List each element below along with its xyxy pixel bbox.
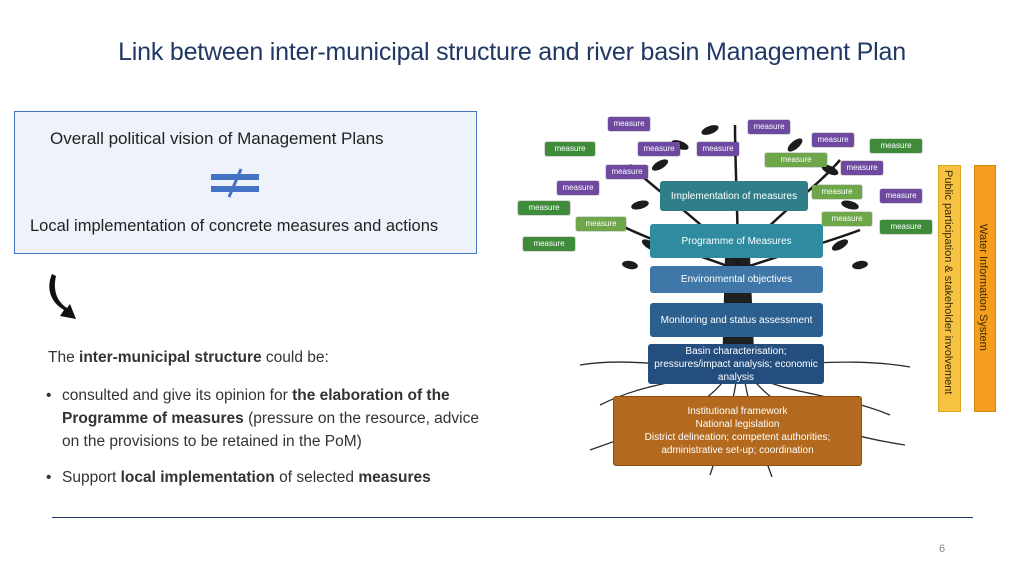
- layer-institutional-framework: Institutional framework National legisla…: [613, 396, 862, 466]
- layer-implementation: Implementation of measures: [660, 181, 808, 211]
- footer-divider: [52, 517, 973, 518]
- layer-programme-of-measures: Programme of Measures: [650, 224, 823, 258]
- bullet-text: consulted and give its opinion for the e…: [62, 387, 479, 450]
- bullet-item: • consulted and give its opinion for the…: [46, 384, 526, 454]
- measure-tag: measure: [576, 217, 626, 231]
- water-information-system-label: Water Information System: [977, 224, 989, 351]
- page-number: 6: [938, 543, 946, 555]
- local-implementation-statement: Local implementation of concrete measure…: [30, 217, 439, 235]
- measure-tag: measure: [545, 142, 595, 156]
- measure-tag: measure: [812, 185, 862, 199]
- measure-tag: measure: [822, 212, 872, 226]
- bullet-dot: •: [46, 387, 52, 404]
- layer-environmental-objectives: Environmental objectives: [650, 266, 823, 293]
- measure-tag: measure: [523, 237, 575, 251]
- bullet-text: Support local implementation of selected…: [62, 469, 431, 486]
- measure-tag: measure: [557, 181, 599, 195]
- measure-tag: measure: [606, 165, 648, 179]
- water-information-system-bar: [974, 165, 996, 412]
- layer-monitoring: Monitoring and status assessment: [650, 303, 823, 337]
- vision-statement: Overall political vision of Management P…: [50, 129, 384, 148]
- measure-tag: measure: [748, 120, 790, 134]
- measure-tag: measure: [518, 201, 570, 215]
- measure-tag: measure: [880, 189, 922, 203]
- intro-strong: inter-municipal structure: [79, 349, 262, 366]
- vision-box: [14, 111, 477, 254]
- measure-tag: measure: [697, 142, 739, 156]
- measure-tag: measure: [870, 139, 922, 153]
- measure-tag: measure: [765, 153, 827, 167]
- measure-tag: measure: [880, 220, 932, 234]
- not-equal-icon: [211, 168, 259, 198]
- measure-tag: measure: [608, 117, 650, 131]
- public-participation-bar: [938, 165, 961, 412]
- bullet-dot: •: [46, 469, 52, 486]
- layer-basin-characterisation: Basin characterisation; pressures/impact…: [648, 344, 824, 384]
- measure-tag: measure: [638, 142, 680, 156]
- measure-tag: measure: [812, 133, 854, 147]
- intro-text: The inter-municipal structure could be:: [48, 349, 329, 367]
- slide-title: Link between inter-municipal structure a…: [118, 38, 906, 66]
- intro-prefix: The: [48, 349, 80, 366]
- curved-arrow-icon: [49, 274, 76, 319]
- measure-tag: measure: [841, 161, 883, 175]
- intro-suffix: could be:: [261, 349, 329, 366]
- bullet-item: • Support local implementation of select…: [46, 466, 526, 490]
- public-participation-label: Public participation & stakeholder invol…: [942, 170, 954, 395]
